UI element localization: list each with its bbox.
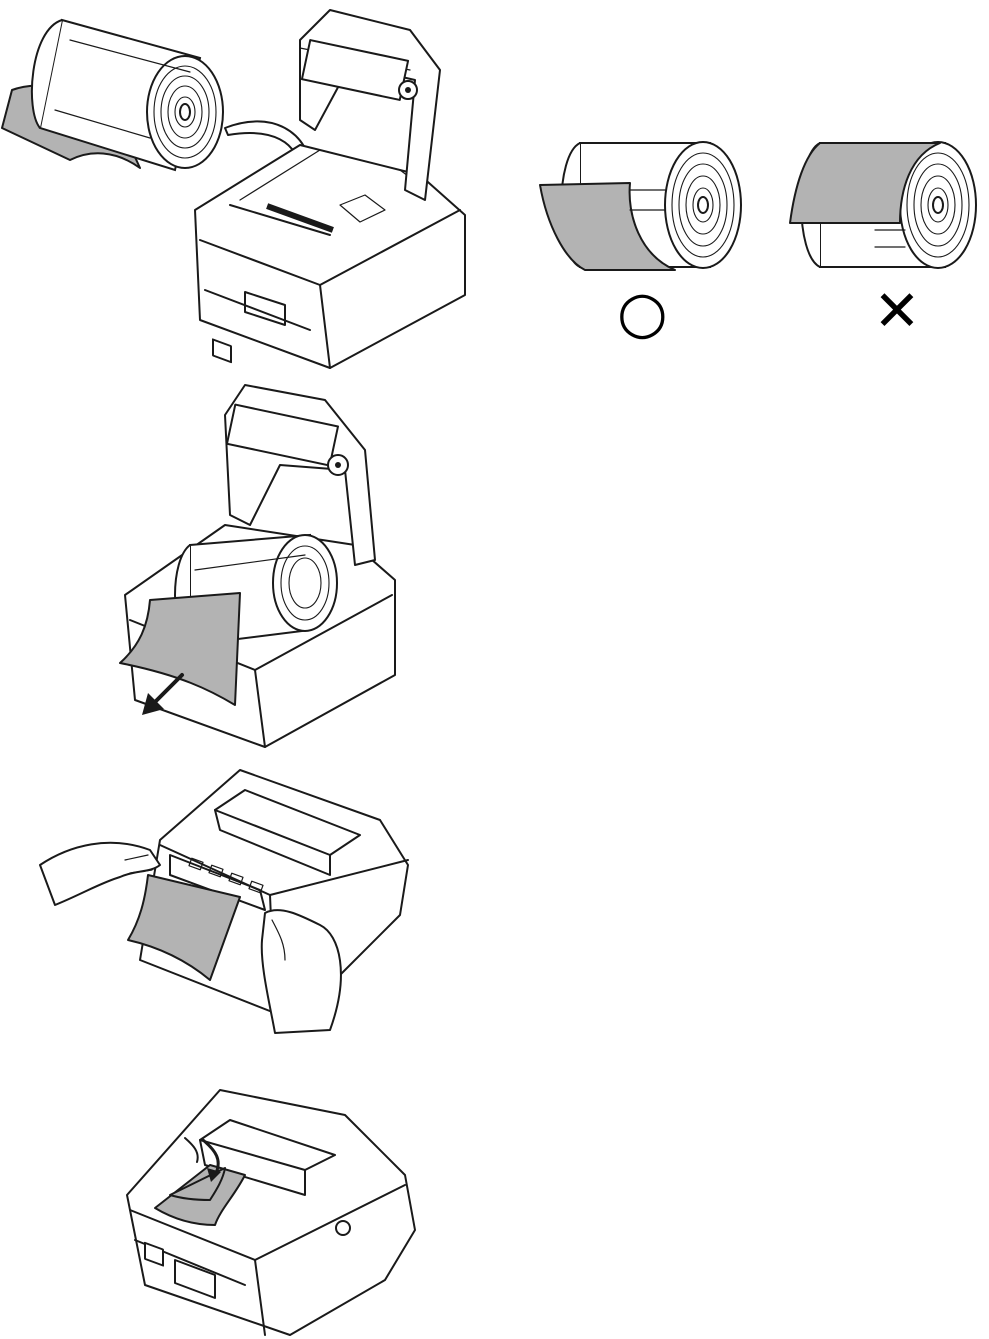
printer-closed-tear-icon [127, 1090, 415, 1335]
roll-incorrect-icon [790, 142, 976, 268]
orientation-incorrect-illustration: ✕ [780, 135, 985, 345]
correct-symbol: ○ [617, 285, 667, 339]
step-3-close-cover-illustration [30, 765, 420, 1035]
step-1-insert-roll-illustration [0, 0, 470, 370]
printer-open-icon [195, 10, 465, 368]
orientation-correct-illustration: ○ [535, 135, 750, 345]
paper-roll-icon [2, 20, 223, 170]
step-2-pull-paper-illustration [110, 375, 410, 750]
roll-correct-icon [540, 142, 741, 270]
incorrect-symbol: ✕ [870, 285, 924, 339]
printer-open-loaded-icon [120, 385, 395, 747]
step-4-tear-paper-illustration [115, 1080, 425, 1339]
